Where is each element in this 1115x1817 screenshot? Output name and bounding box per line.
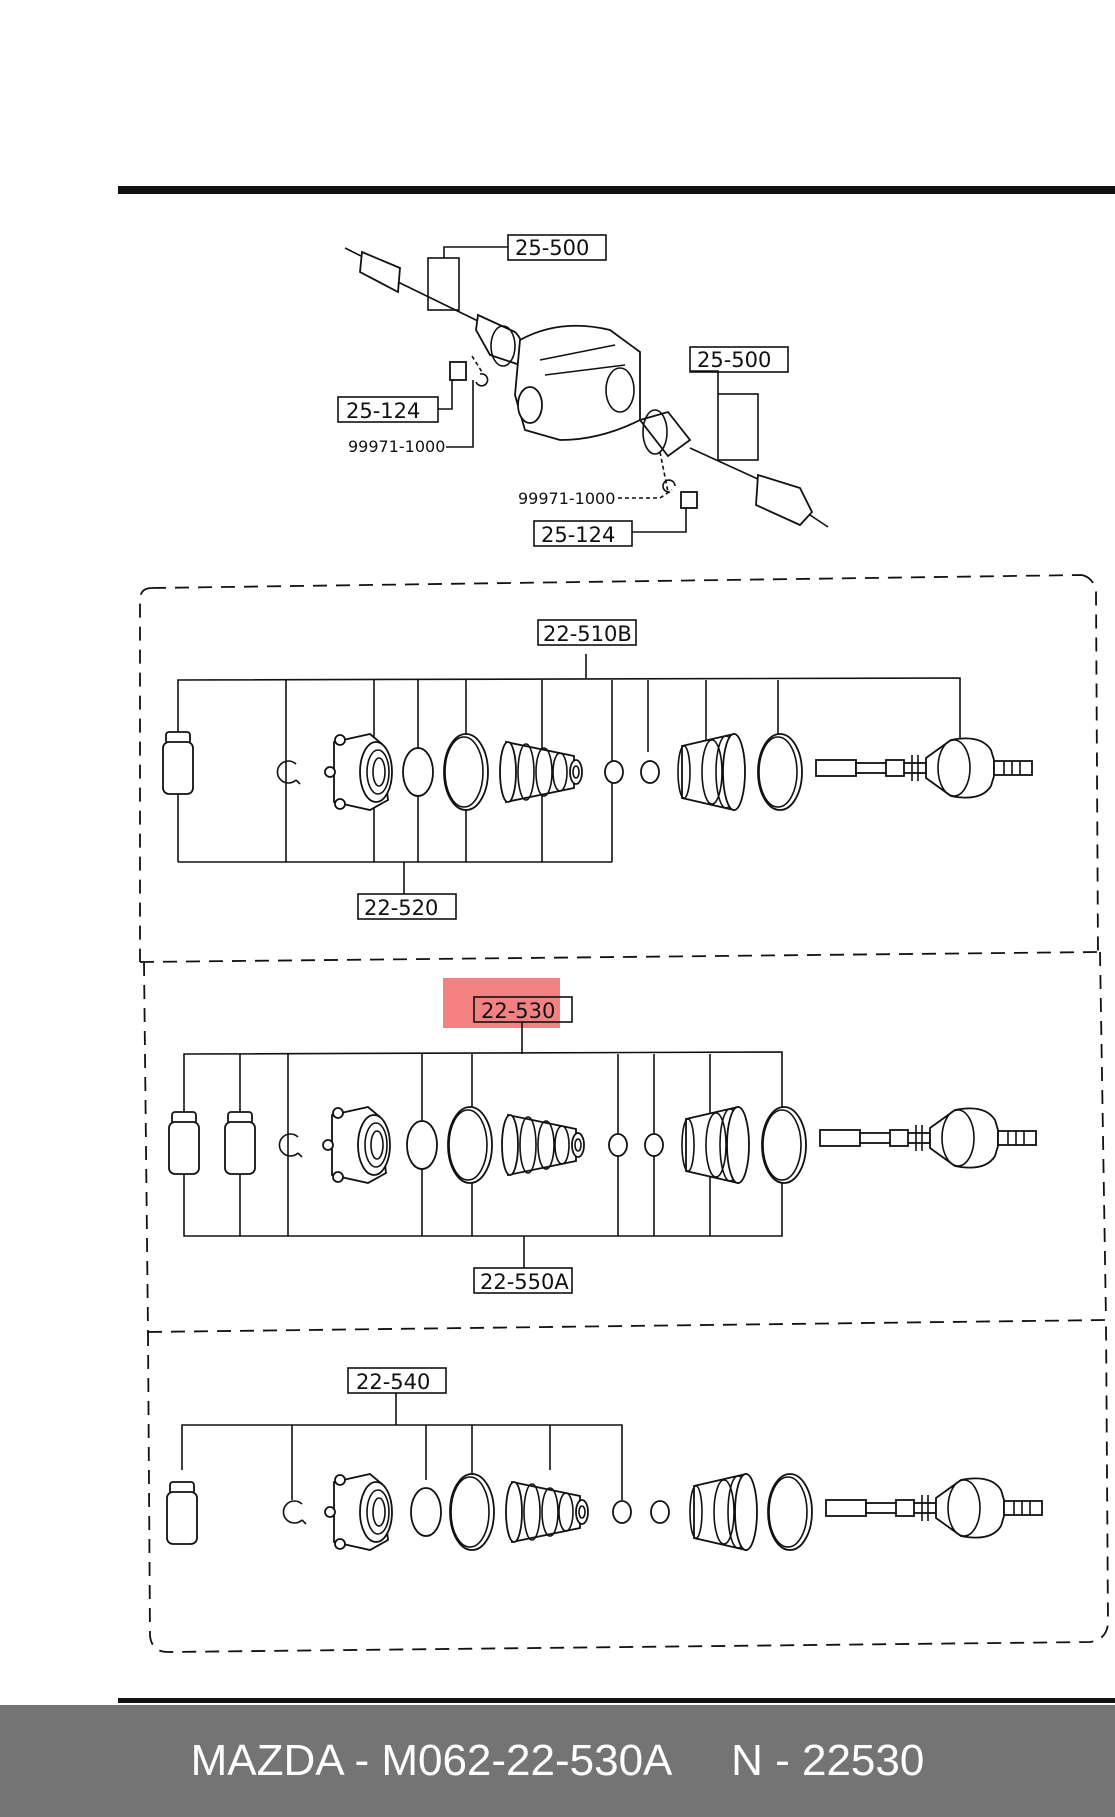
label-99971-1000-left: 99971-1000 [348,437,445,456]
top-rule [118,186,1115,194]
kit-row-1: 22-510B 22-520 [162,619,1033,920]
label-22-530: 22-530 [481,999,555,1023]
kit-row-3: 22-540 [166,1367,1043,1551]
label-25-124-right: 25-124 [541,523,615,547]
bottom-rule [118,1698,1115,1703]
highlight-22-530 [443,978,560,1028]
kit-frames [139,574,1109,1653]
kit-row-2: 22-530 22-550A [168,978,1037,1294]
label-25-500-left: 25-500 [515,236,589,260]
part-number-text: MAZDA - M062-22-530A N - 22530 [190,1736,925,1785]
top-assembly: 25-500 25-500 25-124 99971-1000 99971-10… [337,234,829,547]
label-22-510b: 22-510B [543,622,632,646]
label-22-550a: 22-550A [480,1270,569,1294]
part-number-footer: MAZDA - M062-22-530A N - 22530 [0,1705,1115,1817]
label-99971-1000-right: 99971-1000 [518,489,615,508]
label-25-124-left: 25-124 [346,399,420,423]
label-25-500-right: 25-500 [697,348,771,372]
label-22-520: 22-520 [364,896,438,920]
label-22-540: 22-540 [356,1370,430,1394]
